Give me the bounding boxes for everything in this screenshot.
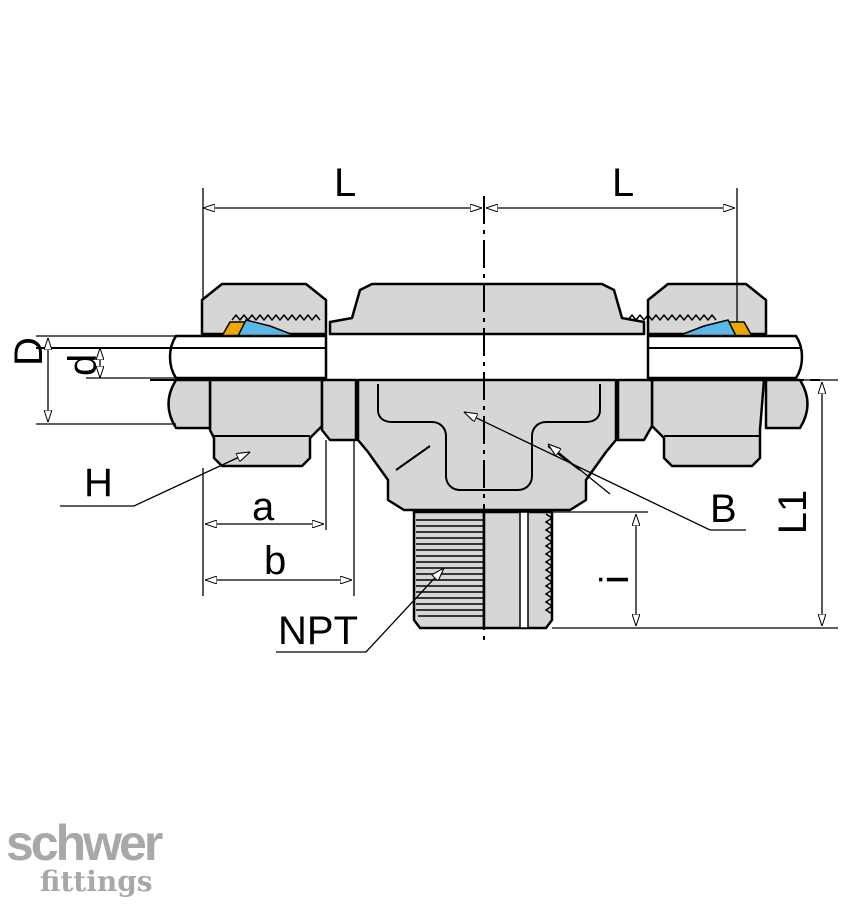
label-H: H: [84, 461, 113, 505]
dimension-lines: [36, 188, 838, 653]
label-a: a: [252, 485, 275, 529]
schwer-fittings-logo: schwer fittings: [6, 816, 196, 906]
dimension-labels: L L D d H a b B L1 i NPT: [7, 161, 815, 653]
tee-center-lower: [356, 378, 618, 512]
npt-thread: [412, 510, 554, 630]
left-tube: [168, 334, 328, 380]
label-B: B: [710, 487, 737, 531]
label-b: b: [264, 539, 286, 583]
left-thread: [231, 314, 321, 321]
label-L-right: L: [612, 161, 634, 205]
label-L1: L1: [771, 490, 815, 535]
logo-line2: fittings: [40, 865, 153, 898]
label-i: i: [593, 575, 637, 584]
right-nut-lower: [650, 378, 766, 468]
label-D: D: [7, 337, 51, 366]
label-d: d: [61, 354, 105, 376]
lower-body: [167, 378, 809, 512]
left-nut-lower: [208, 378, 324, 468]
label-L-left: L: [334, 161, 356, 205]
right-tube: [646, 334, 804, 380]
centerlines: [150, 196, 820, 640]
right-thread: [627, 314, 717, 321]
center-body-upper: [328, 282, 646, 336]
label-NPT: NPT: [278, 609, 358, 653]
tubes: [36, 334, 804, 380]
logo-line1: schwer: [6, 815, 163, 871]
